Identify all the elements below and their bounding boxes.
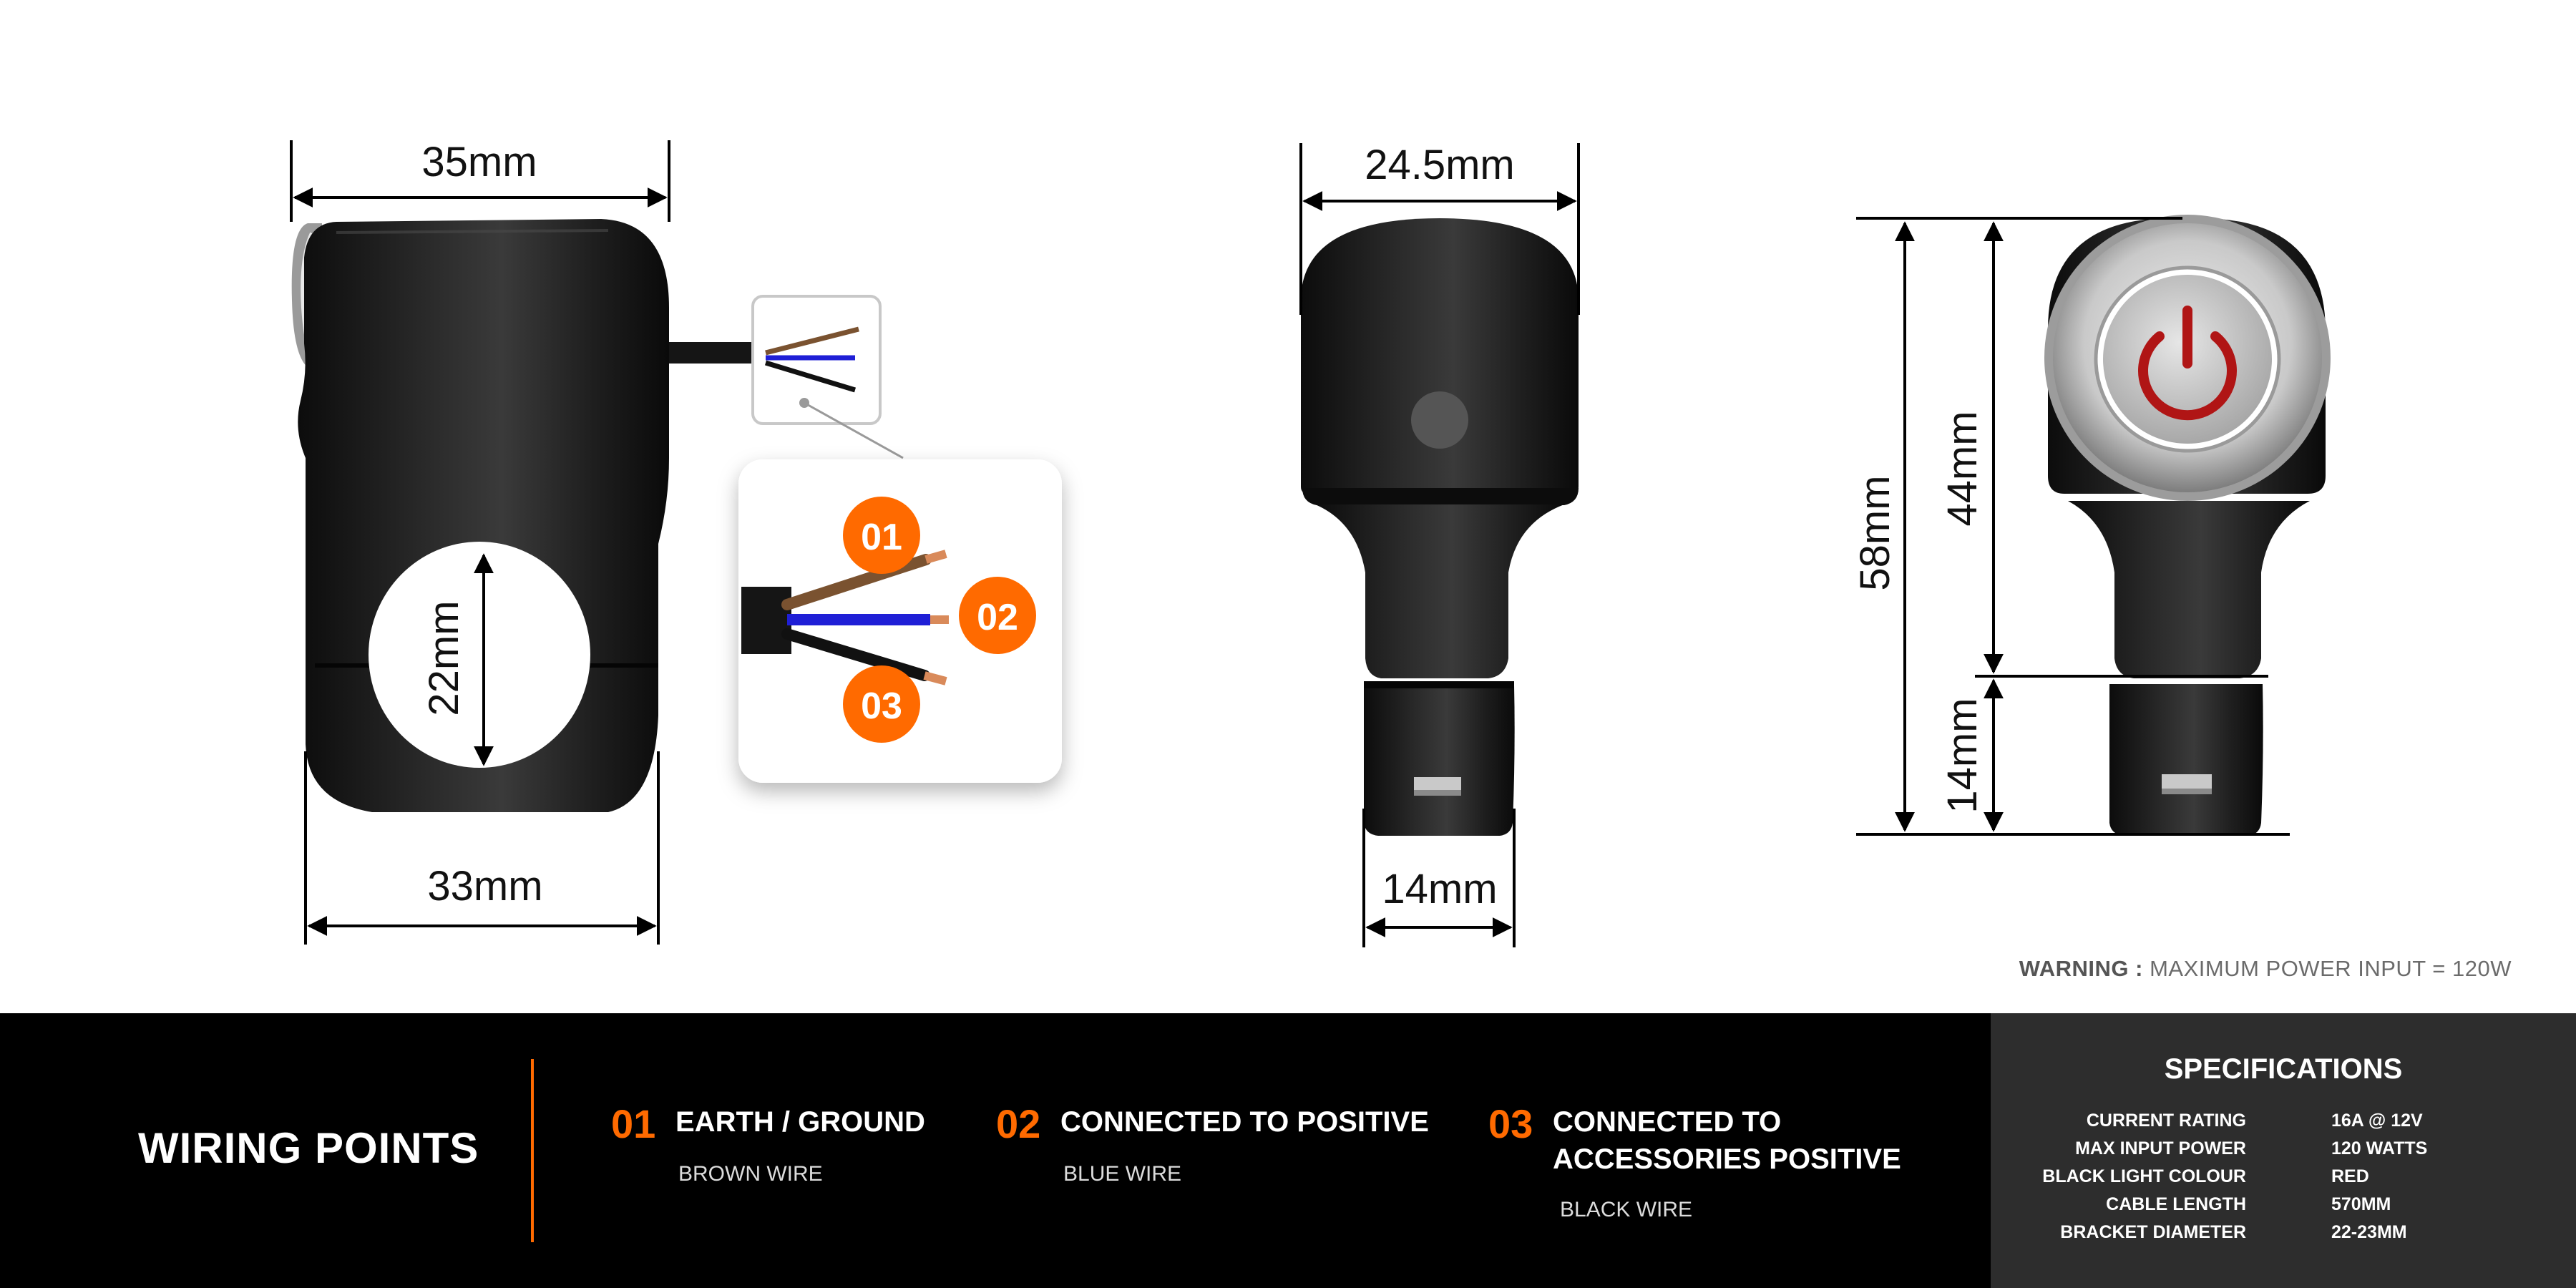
warning-note: WARNING : MAXIMUM POWER INPUT = 120W xyxy=(2019,956,2512,982)
spec-row: CURRENT RATING 16A @ 12V xyxy=(1991,1111,2576,1138)
power-icon xyxy=(2138,306,2237,421)
callout-03: 03 xyxy=(843,665,920,743)
dim-base-height: 14mm xyxy=(1939,698,1986,813)
spec-row: MAX INPUT POWER 120 WATTS xyxy=(1991,1138,2576,1166)
specifications-panel: SPECIFICATIONS CURRENT RATING 16A @ 12V … xyxy=(1991,1013,2576,1288)
spec-value: 22-23MM xyxy=(2331,1222,2407,1242)
side-pin xyxy=(1411,391,1468,449)
warning-label: WARNING : xyxy=(2019,956,2143,981)
side-head xyxy=(1301,218,1579,494)
spec-key: BRACKET DIAMETER xyxy=(2060,1222,2246,1242)
side-base xyxy=(1364,686,1515,836)
wire-detail-card: 01 02 03 xyxy=(738,459,1062,783)
wiring-point-number: 02 xyxy=(996,1101,1041,1146)
spec-key: MAX INPUT POWER xyxy=(2075,1138,2246,1158)
wiring-title: WIRING POINTS xyxy=(138,1124,479,1172)
accent-divider xyxy=(531,1059,534,1242)
technical-drawing: 35mm 33mm 22mm 01 02 03 xyxy=(290,139,2331,947)
spec-key: CURRENT RATING xyxy=(2086,1111,2246,1131)
spec-value: 570MM xyxy=(2331,1194,2391,1214)
spec-row: BLACK LIGHT COLOUR RED xyxy=(1991,1166,2576,1194)
specifications-title: SPECIFICATIONS xyxy=(2164,1053,2403,1085)
spec-key: CABLE LENGTH xyxy=(2106,1194,2246,1214)
spec-row: CABLE LENGTH 570MM xyxy=(1991,1194,2576,1221)
dim-side-bottom: 14mm xyxy=(1382,866,1497,912)
side-neck xyxy=(1315,504,1564,678)
wiring-point-number: 03 xyxy=(1488,1101,1533,1146)
button-view: 58mm 44mm 14mm xyxy=(1852,215,2331,836)
dim-top-width: 35mm xyxy=(421,139,537,185)
svg-text:03: 03 xyxy=(861,686,902,727)
spec-value: 16A @ 12V xyxy=(2331,1111,2423,1131)
callout-01: 01 xyxy=(843,497,920,574)
spec-value: 120 WATTS xyxy=(2331,1138,2428,1158)
spec-value: RED xyxy=(2331,1166,2369,1186)
spec-key: BLACK LIGHT COLOUR xyxy=(2042,1166,2246,1186)
callout-02: 02 xyxy=(959,577,1036,654)
wiring-point-wire: BLACK WIRE xyxy=(1560,1198,1693,1221)
button-base xyxy=(2109,684,2263,836)
wiring-point-label: CONNECTED TO POSITIVE xyxy=(1060,1106,1429,1138)
dim-total-height: 58mm xyxy=(1852,475,1898,590)
black-wire xyxy=(781,628,930,681)
wiring-point-label: EARTH / GROUND xyxy=(675,1106,925,1138)
warning-text: MAXIMUM POWER INPUT = 120W xyxy=(2150,956,2512,981)
spec-row: BRACKET DIAMETER 22-23MM xyxy=(1991,1222,2576,1249)
dim-bottom-width: 33mm xyxy=(427,863,542,909)
dim-side-width: 24.5mm xyxy=(1365,142,1515,188)
bore-hole xyxy=(369,542,590,768)
wiring-point-number: 01 xyxy=(611,1101,656,1146)
bottom-panel: WIRING POINTS 01 EARTH / GROUND BROWN WI… xyxy=(0,1013,2576,1288)
wiring-point-wire: BROWN WIRE xyxy=(678,1162,823,1186)
svg-text:01: 01 xyxy=(861,517,902,558)
side-view: 24.5mm 14mm xyxy=(1299,142,1580,947)
wiring-point-wire: BLUE WIRE xyxy=(1063,1162,1182,1186)
svg-text:02: 02 xyxy=(977,597,1018,638)
cable xyxy=(669,342,762,364)
button-neck xyxy=(2068,501,2310,678)
front-view: 35mm 33mm 22mm xyxy=(290,139,904,945)
cable-sheath xyxy=(741,587,791,654)
dim-body-height: 44mm xyxy=(1939,411,1986,526)
wiring-point-label: CONNECTED TO ACCESSORIES POSITIVE xyxy=(1553,1106,1901,1175)
dim-bore: 22mm xyxy=(421,600,467,716)
